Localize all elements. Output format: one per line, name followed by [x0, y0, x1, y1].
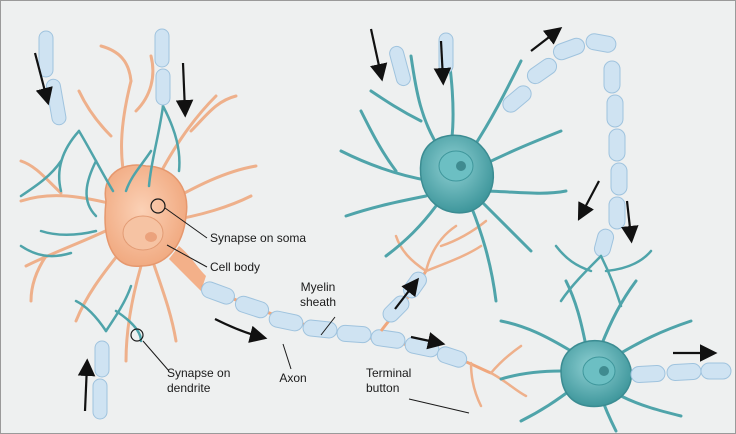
label-cell-body: Cell body [210, 260, 260, 274]
label-axon: Axon [279, 371, 306, 385]
main-axon [200, 219, 528, 408]
arc-axon [502, 33, 653, 308]
label-terminal-line2: button [366, 381, 399, 395]
label-myelin-line1: Myelin [301, 280, 336, 294]
incoming-terminals [19, 104, 181, 343]
label-myelin-line2: sheath [300, 295, 336, 309]
orange-soma [104, 164, 188, 267]
teal-neuron-top [339, 32, 568, 303]
synapse-dendrite-marker [130, 328, 144, 342]
label-synapse-on-dendrite-line1: Synapse on [167, 366, 230, 380]
axon-hillock [169, 246, 206, 291]
label-synapse-on-soma: Synapse on soma [210, 231, 306, 245]
leader-lines [142, 207, 470, 414]
label-terminal-line1: Terminal [366, 366, 411, 380]
synapse-soma-marker [150, 198, 166, 214]
label-synapse-on-dendrite-line2: dendrite [167, 381, 211, 395]
signal-arrows [33, 26, 718, 412]
teal-neuron-bottom [499, 279, 732, 433]
orange-nucleus [122, 215, 164, 251]
